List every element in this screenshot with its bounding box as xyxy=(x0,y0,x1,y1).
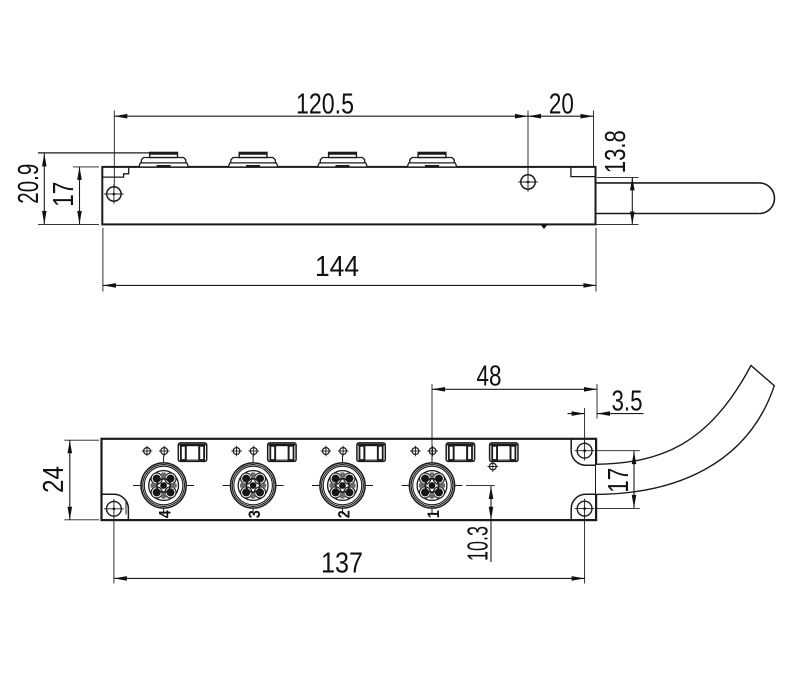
svg-text:144: 144 xyxy=(315,251,359,283)
svg-text:137: 137 xyxy=(321,547,363,579)
svg-text:1: 1 xyxy=(424,510,443,518)
svg-text:20: 20 xyxy=(549,89,574,121)
svg-text:3.5: 3.5 xyxy=(612,385,643,417)
svg-text:17: 17 xyxy=(603,468,635,493)
svg-text:48: 48 xyxy=(477,361,502,393)
svg-text:4: 4 xyxy=(156,510,175,518)
svg-text:13.8: 13.8 xyxy=(600,130,632,173)
svg-text:20.9: 20.9 xyxy=(13,164,45,204)
svg-text:3: 3 xyxy=(245,510,264,518)
svg-text:17: 17 xyxy=(48,182,80,207)
svg-text:24: 24 xyxy=(38,466,70,493)
svg-text:10.3: 10.3 xyxy=(463,526,495,561)
svg-text:2: 2 xyxy=(335,510,354,518)
svg-text:120.5: 120.5 xyxy=(296,89,354,121)
